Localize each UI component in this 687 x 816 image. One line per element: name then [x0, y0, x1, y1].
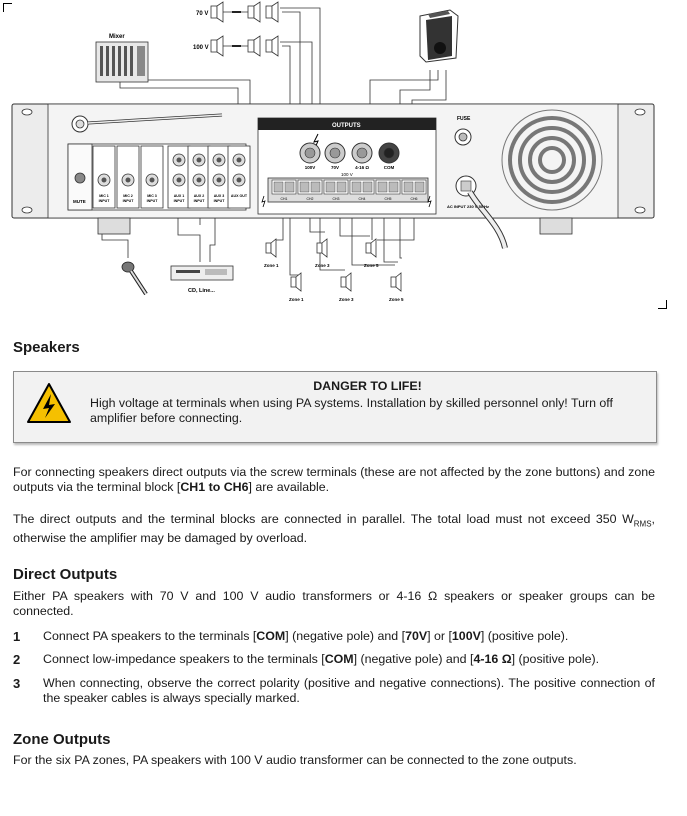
crop-mark-top-left [3, 3, 12, 12]
terminal-label: 100V [305, 165, 316, 170]
zone-terminal-block-ch2: CH2 [297, 179, 323, 201]
input-label: AUX OUT [231, 194, 248, 198]
input-label: INPUT [147, 199, 159, 203]
zone-speaker-top-2: Zone 3 [315, 238, 330, 268]
microphone [121, 261, 148, 296]
fuse-label: FUSE [457, 116, 471, 122]
paragraph-connection-overview: For connecting speakers direct outputs v… [13, 465, 655, 494]
zone-speaker-label: Zone 1 [289, 297, 304, 302]
zone-speaker-bottom-3: Zone 5 [389, 272, 404, 302]
zone-outputs-heading: Zone Outputs [13, 731, 111, 748]
input-label: INPUT [99, 199, 111, 203]
mixer-label: Mixer [109, 34, 125, 40]
speaker-100v-row: 100 V [193, 35, 279, 57]
zone-speaker-label: Zone 5 [364, 263, 379, 268]
screw-terminal-3: 4-16 Ω [351, 142, 373, 170]
warning-body: High voltage at terminals when using PA … [90, 396, 613, 425]
terminal-label: 4-16 Ω [355, 165, 369, 170]
zone-speaker-label: Zone 3 [315, 263, 330, 268]
zone-speaker-label: Zone 3 [339, 297, 354, 302]
amplifier-connection-diagram: 70 V 100 V Mixer [11, 1, 655, 302]
input-label: MIC 3 [147, 194, 157, 198]
zone-terminal-block-ch6: CH6 [401, 179, 427, 201]
ac-input-label: AC INPUT 230 V 50 Hz [447, 204, 489, 209]
zone-speaker-bottom-2: Zone 3 [339, 272, 354, 302]
zone-outputs-text: For the six PA zones, PA speakers with 1… [13, 753, 577, 767]
high-voltage-warning-icon [27, 383, 71, 423]
cd-player: CD, Line... [170, 265, 234, 294]
input-label: MIC 2 [123, 194, 133, 198]
zone-terminal-block-ch1: CH1 [271, 179, 297, 201]
mixer-device: Mixer [95, 34, 149, 83]
zone-terminal-block-ch5: CH5 [375, 179, 401, 201]
step-2: 2 Connect low-impedance speakers to the … [13, 652, 600, 667]
terminal-label: COM [384, 165, 395, 170]
antenna [71, 113, 223, 133]
warning-title: DANGER TO LIFE! [313, 379, 422, 393]
zone-speaker-top-1: Zone 1 [264, 238, 279, 268]
cd-label: CD, Line... [188, 288, 215, 294]
outputs-label: OUTPUTS [332, 123, 361, 129]
screw-terminal-1: 100V [299, 142, 321, 170]
cabinet-speaker [419, 9, 459, 63]
input-label: INPUT [123, 199, 135, 203]
mute-label: MUTE [73, 199, 86, 204]
zone-terminal-block-ch3: CH3 [323, 179, 349, 201]
direct-outputs-intro: Either PA speakers with 70 V and 100 V a… [13, 589, 655, 618]
zone-channel-label: CH2 [306, 197, 313, 201]
input-label: INPUT [174, 199, 186, 203]
crop-mark-bottom-right [658, 300, 667, 309]
zone-speaker-label: Zone 1 [264, 263, 279, 268]
speaker-70v-row: 70 V [196, 1, 279, 23]
zone-speaker-top-3: Zone 5 [364, 238, 379, 268]
terminal-label: 70V [331, 165, 339, 170]
input-label: AUX 1 [174, 194, 185, 198]
fan-grill [501, 109, 603, 211]
input-label: MIC 1 [99, 194, 109, 198]
danger-warning-box: DANGER TO LIFE! High voltage at terminal… [13, 371, 657, 443]
screw-terminal-4: COM [378, 142, 400, 170]
zone-bar-label: 100 V [341, 172, 353, 177]
direct-outputs-heading: Direct Outputs [13, 566, 118, 583]
input-label: AUX 2 [194, 194, 205, 198]
zone-channel-label: CH1 [280, 197, 287, 201]
zone-channel-label: CH4 [358, 197, 365, 201]
zone-channel-label: CH5 [384, 197, 391, 201]
zone-speakers: Zone 1 Zone 3 Zone 5 Zone 1 Zone 3 Zone 5 [264, 238, 404, 302]
power-section: FUSE AC INPUT 230 V 50 Hz [447, 116, 508, 249]
zone-channel-label: CH6 [410, 197, 417, 201]
input-jack-7: AUX OUT [227, 145, 251, 209]
input-label: AUX 3 [214, 194, 225, 198]
zone-speaker-bottom-1: Zone 1 [289, 272, 304, 302]
label-70v: 70 V [196, 11, 208, 17]
zone-speaker-label: Zone 5 [389, 297, 404, 302]
outputs-section: OUTPUTS 100V 70V 4-16 Ω COM 100 V CH1 CH2 CH3… [257, 117, 437, 215]
label-100v: 100 V [193, 45, 209, 51]
screw-terminal-2: 70V [324, 142, 346, 170]
zone-terminal-block-ch4: CH4 [349, 179, 375, 201]
input-label: INPUT [194, 199, 206, 203]
input-label: INPUT [214, 199, 226, 203]
speakers-heading: Speakers [13, 339, 80, 356]
step-1: 1 Connect PA speakers to the terminals [… [13, 629, 569, 644]
paragraph-parallel-load: The direct outputs and the terminal bloc… [13, 512, 655, 546]
step-3: 3 When connecting, observe the correct p… [13, 676, 655, 705]
zone-channel-label: CH3 [332, 197, 339, 201]
